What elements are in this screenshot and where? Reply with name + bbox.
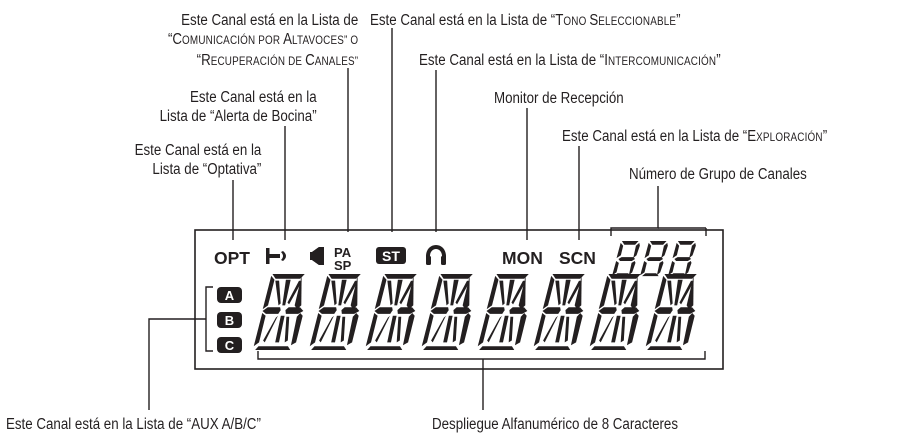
lcd-outline — [194, 229, 724, 370]
aux-badges: ABC — [217, 287, 242, 353]
callout-comunicacion-line3: “Recuperación de Canales” — [196, 52, 358, 69]
alnum-char-2 — [309, 274, 365, 350]
callout-grupo: Número de Grupo de Canales — [629, 166, 807, 183]
st-badge — [376, 247, 406, 264]
callout-optativa: Este Canal está en la Lista de “Optativa… — [134, 142, 261, 178]
indicator-row: OPT PA SP ST MON SCN — [214, 245, 596, 273]
alnum-char-5 — [477, 274, 533, 350]
pa-indicator: PA — [334, 245, 352, 260]
mon-indicator: MON — [502, 248, 543, 268]
alphanumeric-display — [253, 274, 701, 350]
horn-icon — [266, 248, 286, 264]
callout-bocina: Este Canal está en la Lista de “Alerta d… — [159, 89, 317, 125]
headset-icon — [426, 245, 446, 265]
callout-monitor: Monitor de Recepción — [494, 90, 624, 107]
alnum-char-3 — [365, 274, 421, 350]
alnum-char-4 — [421, 274, 477, 350]
callout-comunicacion-line1: Este Canal está en la Lista de — [180, 12, 358, 29]
alnum-char-6 — [533, 274, 589, 350]
sp-indicator: SP — [334, 258, 352, 273]
callout-comunicacion-line2: “Comunicación por Altavoces” o — [167, 31, 358, 48]
leader-aux — [148, 318, 206, 410]
callout-comunicacion: Este Canal está en la Lista de “Comunica… — [168, 11, 358, 72]
callout-aux: Este Canal está en la Lista de “AUX A/B/… — [6, 416, 261, 433]
alnum-char-7 — [589, 274, 645, 350]
group-digit-3 — [668, 241, 697, 277]
aux-badge-label: C — [225, 338, 235, 353]
group-digit-2 — [640, 241, 669, 277]
callout-intercom: Este Canal está en la Lista de “Intercom… — [419, 52, 721, 69]
leader-grupo-top — [610, 186, 659, 236]
leader-alfa-bracket — [257, 351, 706, 360]
callout-exploracion: Este Canal está en la Lista de “Explorac… — [562, 128, 828, 145]
aux-badge-a: A — [217, 287, 242, 303]
leader-aux-bracket — [205, 286, 213, 352]
aux-badge-label: B — [225, 313, 234, 328]
group-digit-1 — [612, 241, 641, 277]
callout-tono: Este Canal está en la Lista de “Tono Sel… — [370, 12, 681, 29]
aux-badge-b: B — [217, 312, 242, 328]
opt-indicator: OPT — [214, 248, 250, 268]
st-indicator: ST — [382, 248, 400, 264]
aux-badge-c: C — [217, 337, 242, 353]
callout-alfanumerico: Despliegue Alfanumérico de 8 Caracteres — [432, 416, 679, 433]
alnum-char-1 — [253, 274, 309, 350]
speaker-icon — [310, 247, 324, 265]
leader-lines — [148, 28, 724, 410]
aux-badge-label: A — [225, 288, 235, 303]
alnum-char-8 — [645, 274, 701, 350]
group-digits — [612, 241, 697, 277]
scn-indicator: SCN — [559, 248, 596, 268]
